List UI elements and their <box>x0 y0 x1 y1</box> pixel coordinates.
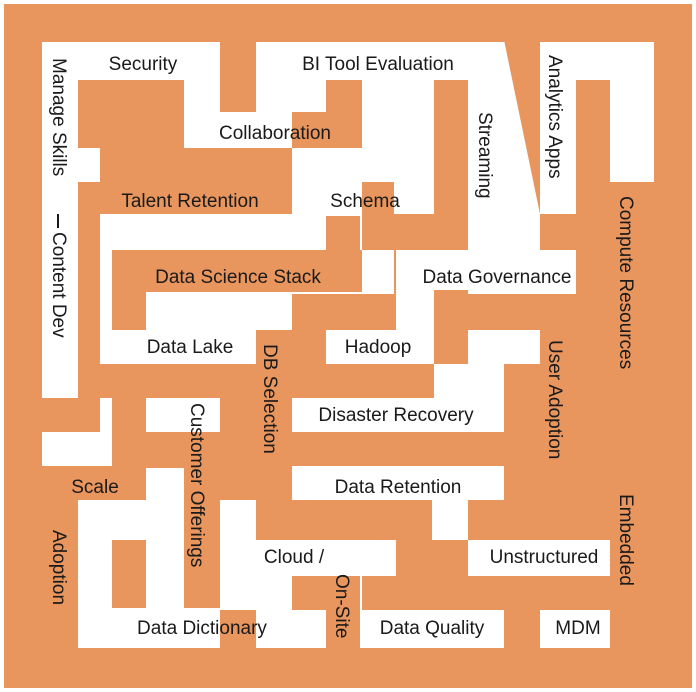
label-content-dev: Content Dev <box>48 232 69 338</box>
maze-wall <box>292 364 540 500</box>
maze-wall <box>362 540 610 610</box>
label-db-selection: DB Selection <box>259 344 280 454</box>
maze-wall <box>42 182 100 432</box>
label-data-dictionary: Data Dictionary <box>137 618 267 639</box>
label-compute-resources: Compute Resources <box>615 196 636 369</box>
maze-wall <box>468 500 610 540</box>
label-data-quality: Data Quality <box>380 618 485 639</box>
label-mdm: MDM <box>555 618 600 639</box>
label-streaming: Streaming <box>474 112 495 199</box>
label-embedded: Embedded <box>615 494 636 586</box>
maze-wall <box>220 610 256 650</box>
maze-wall <box>434 80 468 250</box>
label-data-science-stack: Data Science Stack <box>155 267 321 288</box>
maze-wall <box>146 432 220 608</box>
label-schema: Schema <box>330 191 400 212</box>
maze-wall <box>292 80 362 148</box>
label-user-adoption: User Adoption <box>544 340 565 459</box>
label-talent-retention: Talent Retention <box>121 191 258 212</box>
maze-wall <box>4 40 42 530</box>
maze-wall <box>256 330 292 500</box>
label-bi-tool-evaluation: BI Tool Evaluation <box>302 54 454 75</box>
label-data-governance: Data Governance <box>423 267 572 288</box>
label-on-site: On-Site <box>331 574 352 638</box>
label-manage-skills: Manage Skills <box>48 58 69 176</box>
maze-wall <box>256 500 432 576</box>
label-security: Security <box>109 54 178 75</box>
maze-wall <box>504 40 610 250</box>
label-data-retention: Data Retention <box>335 477 462 498</box>
maze-wall <box>220 40 256 112</box>
maze-wall <box>504 610 540 650</box>
label-data-lake: Data Lake <box>147 337 234 358</box>
label-scale: Scale <box>71 477 119 498</box>
label-customer-offerings: Customer Offerings <box>186 403 207 567</box>
label-analytics-apps: Analytics Apps <box>544 55 565 179</box>
label-hadoop: Hadoop <box>345 337 412 358</box>
maze-wall <box>292 214 468 398</box>
maze-wall <box>112 540 146 608</box>
label-adoption: Adoption <box>48 530 69 605</box>
maze-wall <box>540 330 576 500</box>
label-disaster-recovery: Disaster Recovery <box>318 405 474 426</box>
label-unstructured: Unstructured <box>490 547 599 568</box>
label-cloud: Cloud / <box>264 547 325 568</box>
maze-wall <box>42 398 146 650</box>
maze-wall <box>112 182 394 330</box>
maze-wall <box>78 80 292 214</box>
maze-wall <box>326 216 360 250</box>
maze-wall <box>468 294 610 330</box>
label-collaboration: Collaboration <box>219 123 331 144</box>
maze-wall <box>292 576 360 648</box>
